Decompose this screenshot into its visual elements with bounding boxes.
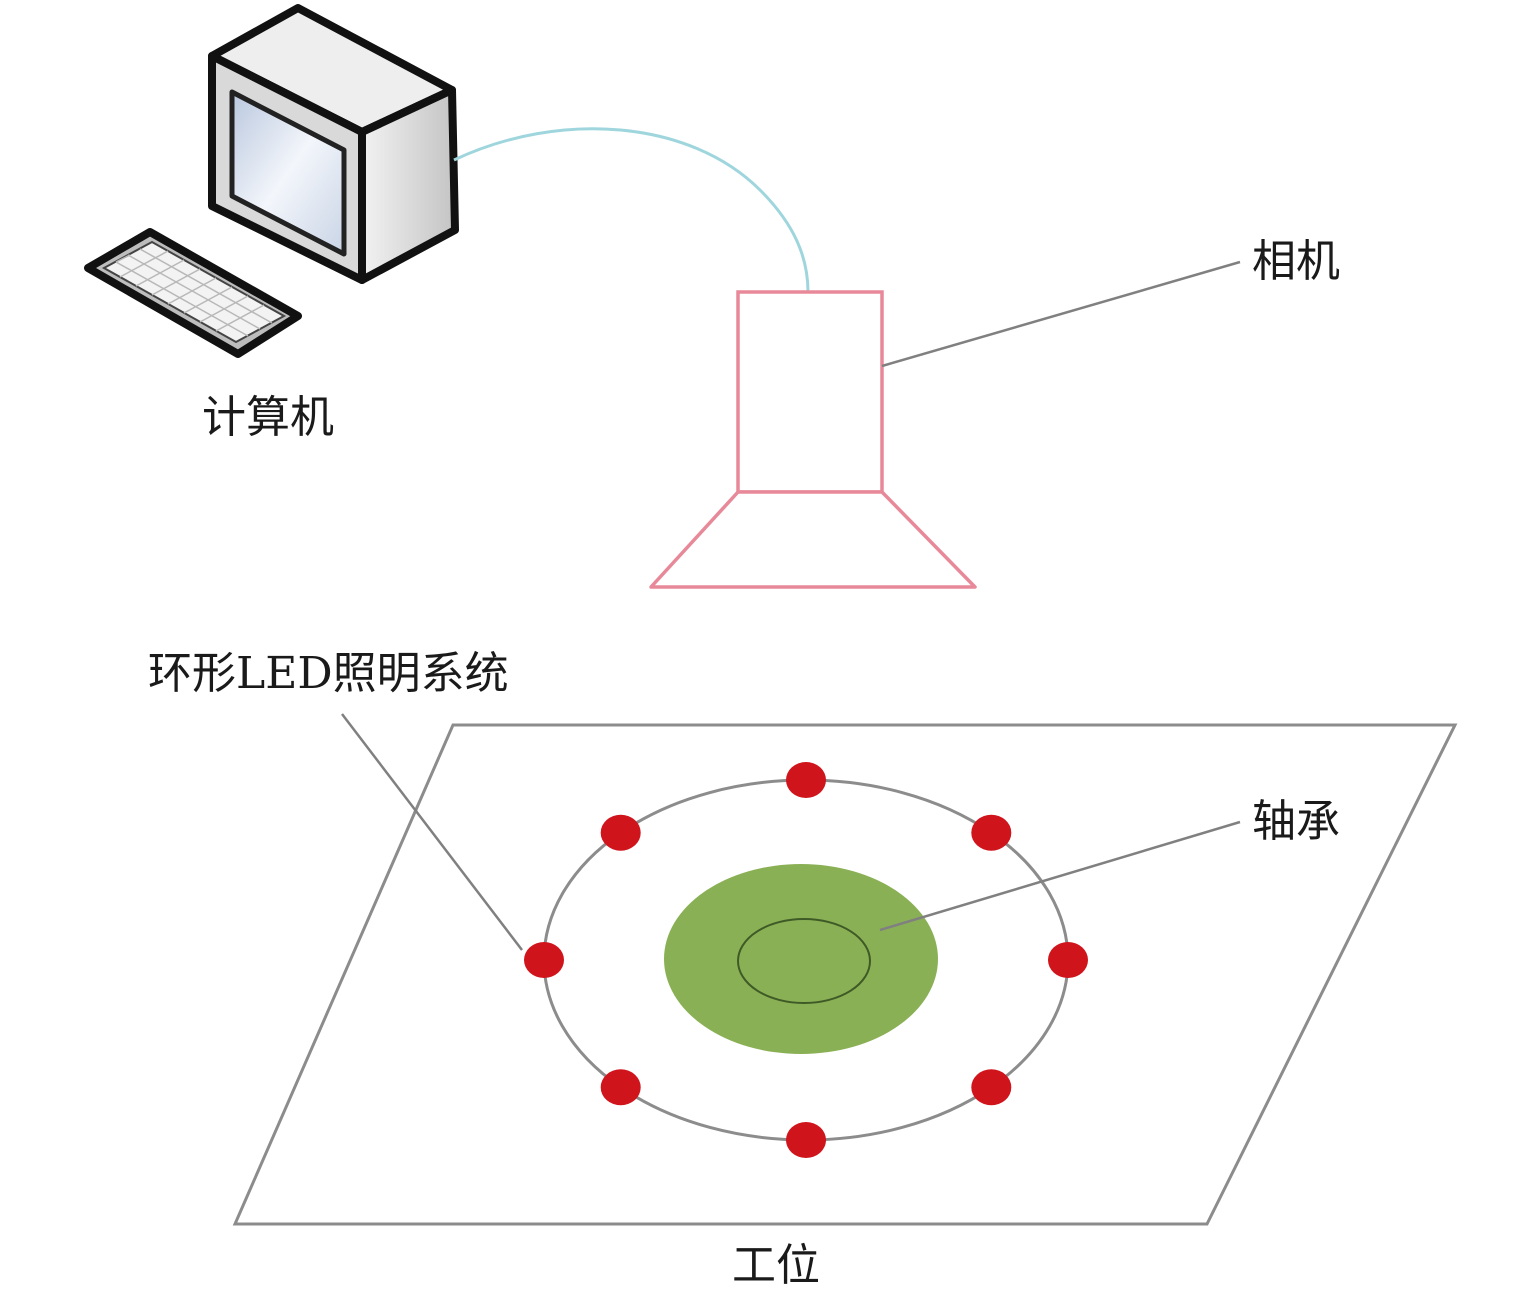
led-light (786, 1122, 826, 1158)
desktop-computer-icon (208, 4, 459, 284)
led-light (786, 762, 826, 798)
led-light (600, 814, 641, 851)
workstation-plane (232, 723, 1458, 1226)
workstation-label: 工位 (732, 1240, 820, 1291)
bearing-label: 轴承 (1252, 796, 1340, 847)
led-light (971, 1069, 1012, 1106)
monitor-screen (229, 89, 347, 257)
led-light (524, 942, 564, 978)
bearing-leader-line (879, 820, 1241, 932)
camera-leader-line (881, 260, 1241, 368)
ring-led-leader-line (341, 713, 523, 951)
led-lights (524, 762, 1088, 1158)
led-light (971, 814, 1012, 851)
ring-led-label: 环形LED照明系统 (148, 648, 509, 699)
computer-label: 计算机 (202, 392, 334, 443)
bearing (664, 864, 938, 1054)
keyboard-icon (84, 228, 302, 358)
camera-cable (453, 127, 810, 293)
led-light (600, 1069, 641, 1106)
camera-icon (649, 290, 977, 589)
camera-label: 相机 (1252, 236, 1340, 287)
led-light (1048, 942, 1088, 978)
